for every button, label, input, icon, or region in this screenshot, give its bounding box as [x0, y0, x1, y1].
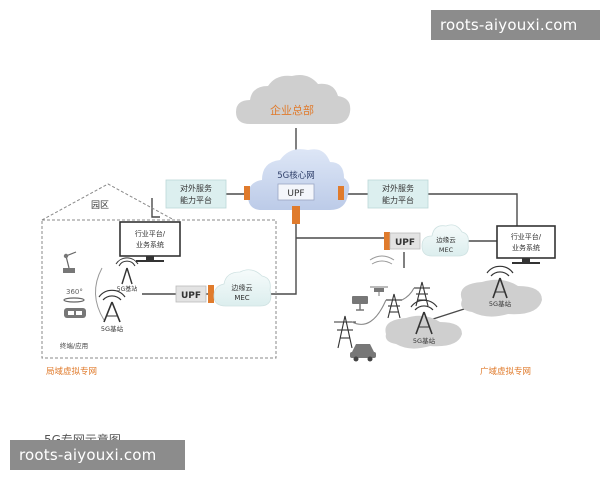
campus-mec-line1: 边缘云 [232, 283, 253, 292]
left-service-line1: 对外服务 [180, 183, 212, 193]
campus-boundary [41, 219, 277, 359]
watermark-bottom: roots-aiyouxi.com [10, 440, 185, 470]
vr-label: 360° [66, 288, 83, 296]
local-network-label: 局域虚拟专网 [46, 366, 97, 377]
vr-headset-icon [64, 308, 86, 318]
right-service-line2: 能力平台 [382, 195, 414, 205]
wan-monitor-line2: 业务系统 [512, 243, 540, 252]
hq-cloud: 企业总部 [236, 75, 351, 124]
ground-patch-a [460, 279, 542, 317]
robot-arm-icon [63, 251, 77, 273]
pylon-icon [334, 315, 356, 349]
watermark-top: roots-aiyouxi.com [431, 10, 600, 40]
campus-mec-line2: MEC [234, 294, 249, 302]
wan-signal-arc [369, 255, 395, 261]
core-upf-label: UPF [287, 189, 304, 199]
wan-monitor: 行业平台/ 业务系统 [496, 225, 556, 264]
wan-mec-cloud: 边缘云 MEC [421, 224, 469, 257]
vr-camera-icon: 360° [63, 288, 85, 303]
car-icon [350, 344, 376, 362]
drone-icon [370, 286, 388, 296]
core-cloud: 5G核心网 UPF [244, 149, 350, 224]
wan-station-b-label: 5G基站 [413, 336, 436, 345]
left-service-platform: 对外服务 能力平台 [165, 179, 227, 209]
campus-terminals: 360° [63, 251, 86, 318]
power-pylons [334, 281, 430, 349]
hq-label: 企业总部 [270, 103, 314, 117]
core-label: 5G核心网 [277, 170, 315, 181]
core-connector-right [338, 186, 344, 200]
campus-upf-connector [208, 285, 214, 303]
wide-network-label: 广域虚拟专网 [480, 366, 531, 377]
wan-signal-arc [371, 260, 393, 265]
link-core-campus [268, 210, 297, 295]
campus-upf: UPF [175, 285, 214, 303]
left-service-line2: 能力平台 [180, 195, 212, 205]
cctv-camera-icon [352, 296, 368, 311]
wan-upf: UPF [384, 232, 421, 250]
core-connector-bottom [292, 206, 300, 224]
right-service-platform: 对外服务 能力平台 [367, 179, 429, 209]
wan-monitor-line1: 行业平台/ [511, 232, 542, 241]
campus-small-station: 5G基站 [115, 257, 139, 293]
core-connector-left [244, 186, 250, 200]
campus-upf-label: UPF [181, 291, 201, 301]
wan-upf-connector [384, 232, 390, 250]
campus-monitor-line1: 行业平台/ [135, 229, 166, 238]
campus-monitor-line2: 业务系统 [136, 240, 164, 249]
wan-station-a-label: 5G基站 [489, 299, 512, 308]
campus-main-station-label: 5G基站 [101, 324, 124, 333]
wan-mec-line2: MEC [439, 246, 454, 254]
campus-roof [41, 183, 175, 221]
campus-area: 园区 行业平台/ 业务系统 360° [41, 183, 277, 359]
link-right-service-monitor [418, 193, 518, 226]
campus-small-station-label: 5G基站 [117, 285, 137, 293]
pylon-icon [386, 293, 402, 319]
wan-mec-line1: 边缘云 [436, 235, 456, 244]
campus-main-station: 5G基站 [98, 289, 126, 333]
wan-station-a: 5G基站 [486, 265, 514, 308]
ground-patch-b [385, 315, 462, 349]
terminal-label: 终端/应用 [60, 341, 88, 350]
pylon-icon [414, 281, 430, 307]
campus-signal-arc [95, 267, 105, 321]
wan-area: UPF 边缘云 MEC 行业平台/ 业务系统 5G基站 [334, 224, 556, 362]
link-left-service-campus [151, 198, 160, 218]
right-service-line1: 对外服务 [382, 183, 414, 193]
wan-upf-label: UPF [395, 238, 415, 248]
campus-mec-cloud: 边缘云 MEC [213, 269, 272, 307]
campus-title: 园区 [91, 200, 109, 211]
campus-monitor: 行业平台/ 业务系统 [119, 221, 181, 262]
core-upf-box [277, 183, 315, 201]
